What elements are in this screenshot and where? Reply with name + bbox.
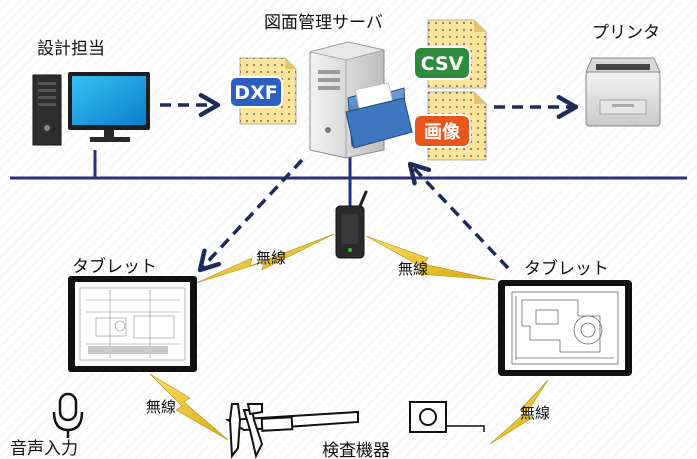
dxf-file-icon: DXF [229,57,297,125]
arrow-right-tablet-to-server [407,161,510,270]
designer-pc-icon [32,72,150,146]
caliper-icon [224,403,359,459]
image-badge-text: 画像 [424,122,461,143]
server-label: 図面管理サーバ [264,13,383,33]
wireless-bolt-right-icon [365,235,497,281]
csv-file-icon: CSV [413,19,487,89]
wireless-router-icon [335,190,368,259]
wireless-bolt-left-icon [195,233,335,284]
voice-input-label: 音声入力 [10,439,78,459]
microphone-icon [52,392,84,438]
dxf-badge-text: DXF [234,82,277,104]
image-file-icon: 画像 [413,91,487,161]
printer-label: プリンタ [592,23,660,43]
folder-icon [345,82,413,149]
tablet-left-icon [68,276,197,372]
tablet-right-label: タブレット [524,258,609,279]
wireless-bolt-sensor-icon [489,379,549,445]
csv-badge-text: CSV [421,53,464,75]
wireless-label-left: 無線 [256,249,286,267]
printer-icon [585,57,661,127]
designer-label: 設計担当 [37,39,105,59]
wireless-label-caliper: 無線 [146,398,176,416]
arrow-server-to-left-tablet [197,158,304,273]
wireless-label-sensor: 無線 [520,404,550,422]
wireless-label-right: 無線 [398,260,428,278]
inspection-sensor-icon [409,401,485,433]
tablet-left-label: タブレット [72,256,157,277]
wireless-bolt-caliper-icon [149,373,229,441]
inspection-label: 検査機器 [322,441,390,459]
tablet-right-icon [498,280,632,376]
